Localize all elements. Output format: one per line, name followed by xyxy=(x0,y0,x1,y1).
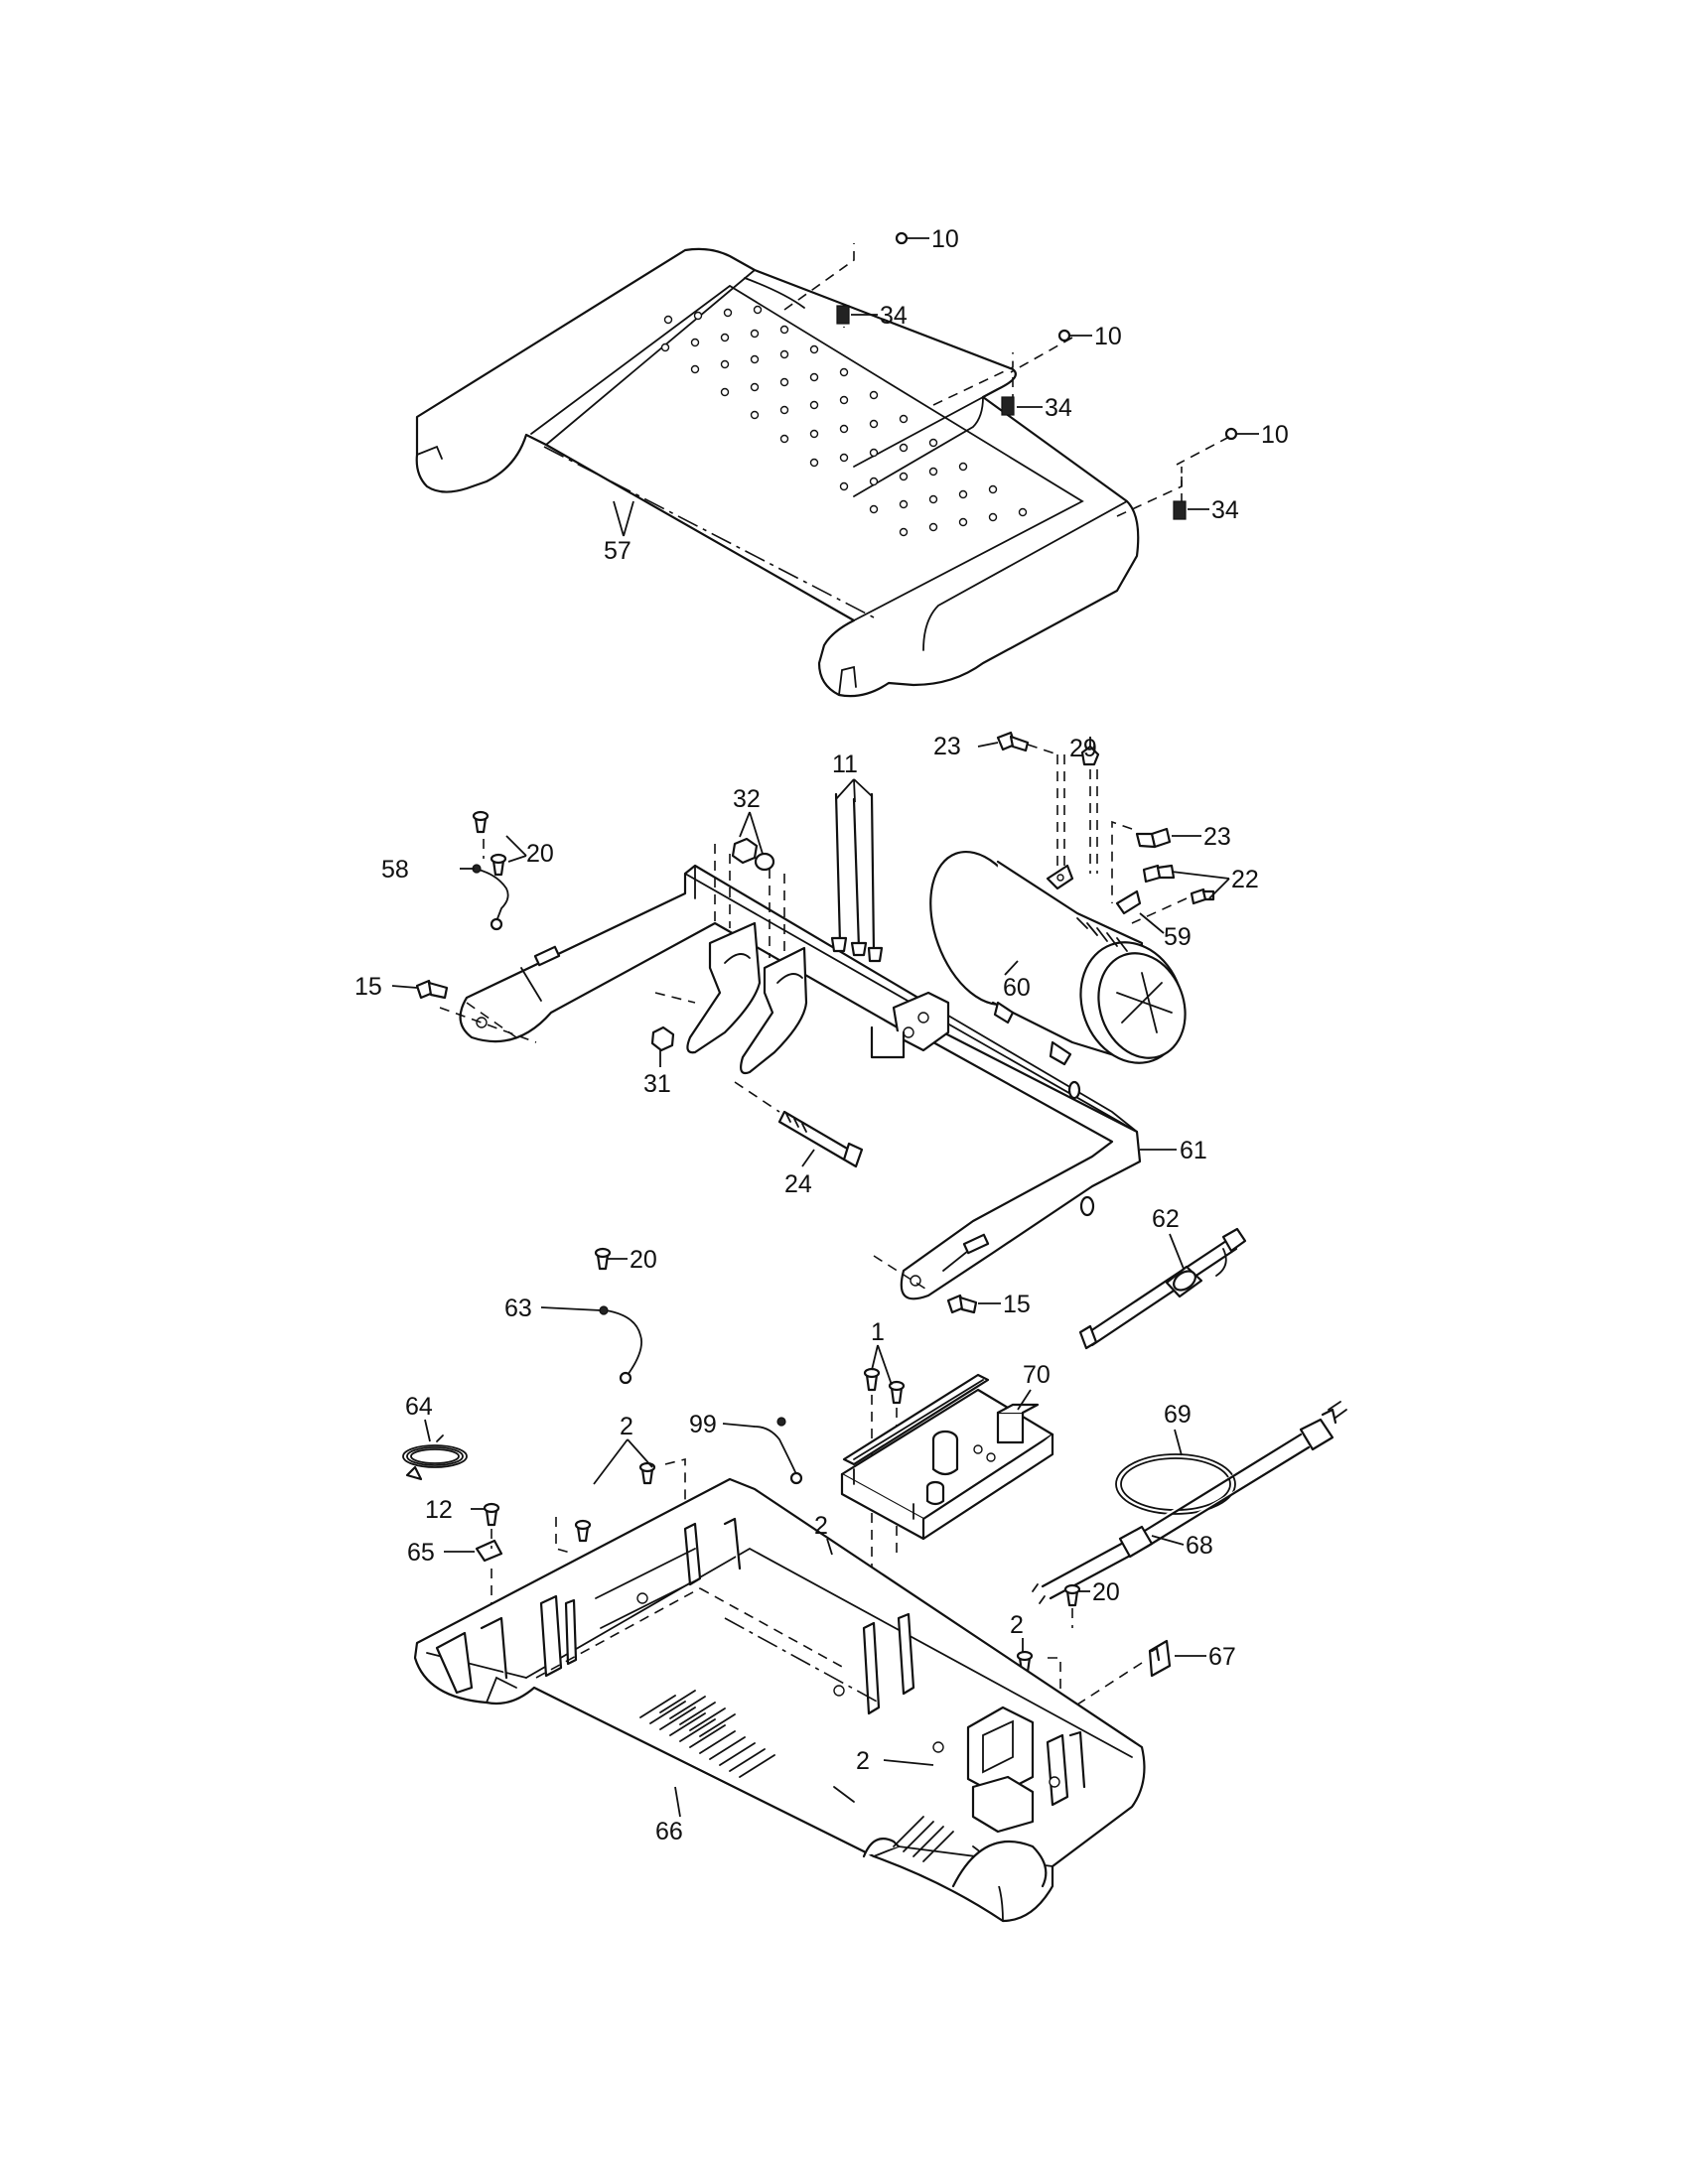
callout-labels: 10 34 10 34 10 34 57 11 23 29 23 22 59 6… xyxy=(354,225,1289,1845)
leader-lines xyxy=(391,237,1259,1818)
frame-assembly-lines xyxy=(439,844,929,1292)
callout-67: 67 xyxy=(1208,1643,1236,1671)
callout-11: 11 xyxy=(832,751,858,778)
power-cord xyxy=(1032,1401,1347,1604)
callout-15-left: 15 xyxy=(354,973,382,1001)
callout-59: 59 xyxy=(1164,923,1192,951)
callout-20-top: 20 xyxy=(526,840,554,868)
cable-ties xyxy=(830,792,884,963)
pivot-bolt xyxy=(777,1110,864,1168)
ground-wire-lower xyxy=(754,1417,803,1485)
callout-2-upper: 2 xyxy=(620,1413,633,1440)
callout-22: 22 xyxy=(1231,866,1259,893)
callout-65: 65 xyxy=(407,1539,435,1567)
callout-1: 1 xyxy=(871,1318,885,1346)
frame-nut xyxy=(731,837,759,865)
callout-34-top: 34 xyxy=(880,302,908,330)
callout-58: 58 xyxy=(381,856,409,884)
callout-10-top: 10 xyxy=(931,225,959,253)
ground-wire-top xyxy=(472,810,509,931)
coiled-power-wire xyxy=(1115,1453,1236,1515)
callout-24: 24 xyxy=(784,1170,812,1198)
callout-10-middle: 10 xyxy=(1094,323,1122,350)
callout-23-right: 23 xyxy=(1203,823,1231,851)
callout-20-bottom: 20 xyxy=(1092,1578,1120,1606)
callout-31: 31 xyxy=(643,1070,671,1098)
drive-motor xyxy=(929,850,1187,1066)
callout-34-bottom: 34 xyxy=(1211,496,1239,524)
controller-board xyxy=(840,1367,1054,1573)
frame-washer xyxy=(754,852,775,872)
motor-base-tray xyxy=(413,1477,1146,1923)
callout-2-center: 2 xyxy=(814,1512,828,1540)
callout-32: 32 xyxy=(733,785,761,813)
callout-99: 99 xyxy=(689,1411,717,1438)
callout-20-middle: 20 xyxy=(630,1246,657,1274)
callout-2-right: 2 xyxy=(1010,1611,1024,1639)
hood-fasteners xyxy=(783,231,1238,520)
motor-frame xyxy=(459,864,1142,1300)
callout-34-middle: 34 xyxy=(1045,394,1072,422)
callout-23-left: 23 xyxy=(933,733,961,760)
callout-61: 61 xyxy=(1180,1137,1207,1164)
hood-vent-holes xyxy=(660,305,1028,537)
frame-bolts xyxy=(415,979,978,1314)
callout-68: 68 xyxy=(1186,1532,1213,1560)
callout-57: 57 xyxy=(604,537,632,565)
ground-wire-middle xyxy=(594,1247,642,1385)
coiled-wire xyxy=(402,1434,468,1481)
callout-2-lower: 2 xyxy=(856,1747,870,1775)
motor-fasteners xyxy=(996,731,1215,924)
callout-15-right: 15 xyxy=(1003,1291,1031,1318)
callout-66: 66 xyxy=(655,1818,683,1845)
power-switch xyxy=(1059,1639,1172,1716)
callout-64: 64 xyxy=(405,1393,433,1421)
tray-vent-slots xyxy=(639,1690,954,1862)
callout-12: 12 xyxy=(425,1496,453,1524)
callout-62: 62 xyxy=(1152,1205,1180,1233)
motor-hood xyxy=(415,247,1140,698)
coiled-power-wire-inner xyxy=(1120,1457,1231,1511)
callout-69: 69 xyxy=(1164,1401,1192,1429)
speed-sensor-cable xyxy=(1078,1227,1247,1350)
callout-63: 63 xyxy=(504,1295,532,1322)
locknut xyxy=(650,1025,675,1052)
callout-29: 29 xyxy=(1069,735,1097,762)
callout-60: 60 xyxy=(1003,974,1031,1002)
callout-70: 70 xyxy=(1023,1361,1051,1389)
callout-10-bottom: 10 xyxy=(1261,421,1289,449)
